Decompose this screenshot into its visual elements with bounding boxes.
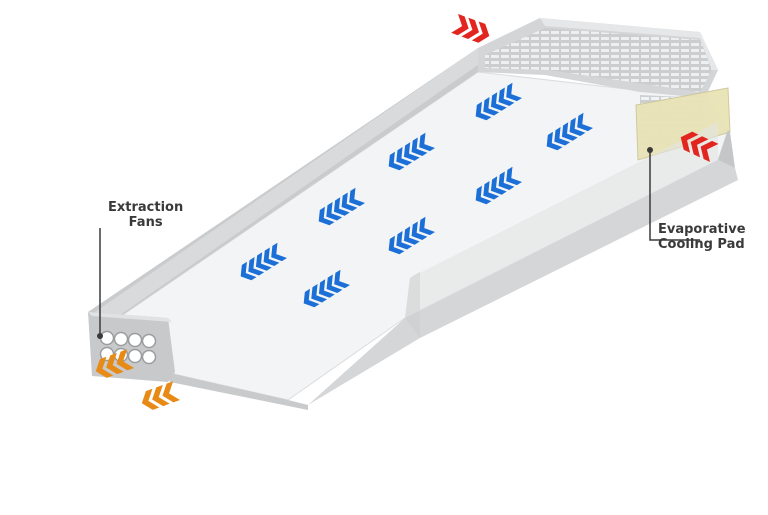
front-wall (308, 160, 738, 405)
extraction-fans-label: Extraction Fans (108, 200, 183, 230)
red-chevron-icon (451, 14, 493, 46)
orange-chevron-icon (138, 381, 180, 413)
extraction-label-line1: Extraction (108, 200, 184, 215)
cooling-pad-leader-line (649, 150, 700, 241)
extraction-label-line2: Fans (128, 215, 163, 230)
front-wall-lower (165, 372, 308, 410)
cooling-label-line2: Cooling Pad (658, 237, 745, 252)
end-grille (485, 28, 712, 92)
cooling-pad-label: Evaporative Cooling Pad (658, 222, 746, 252)
extraction-fans (99, 330, 157, 365)
cooling-label-line1: Evaporative (658, 222, 746, 237)
